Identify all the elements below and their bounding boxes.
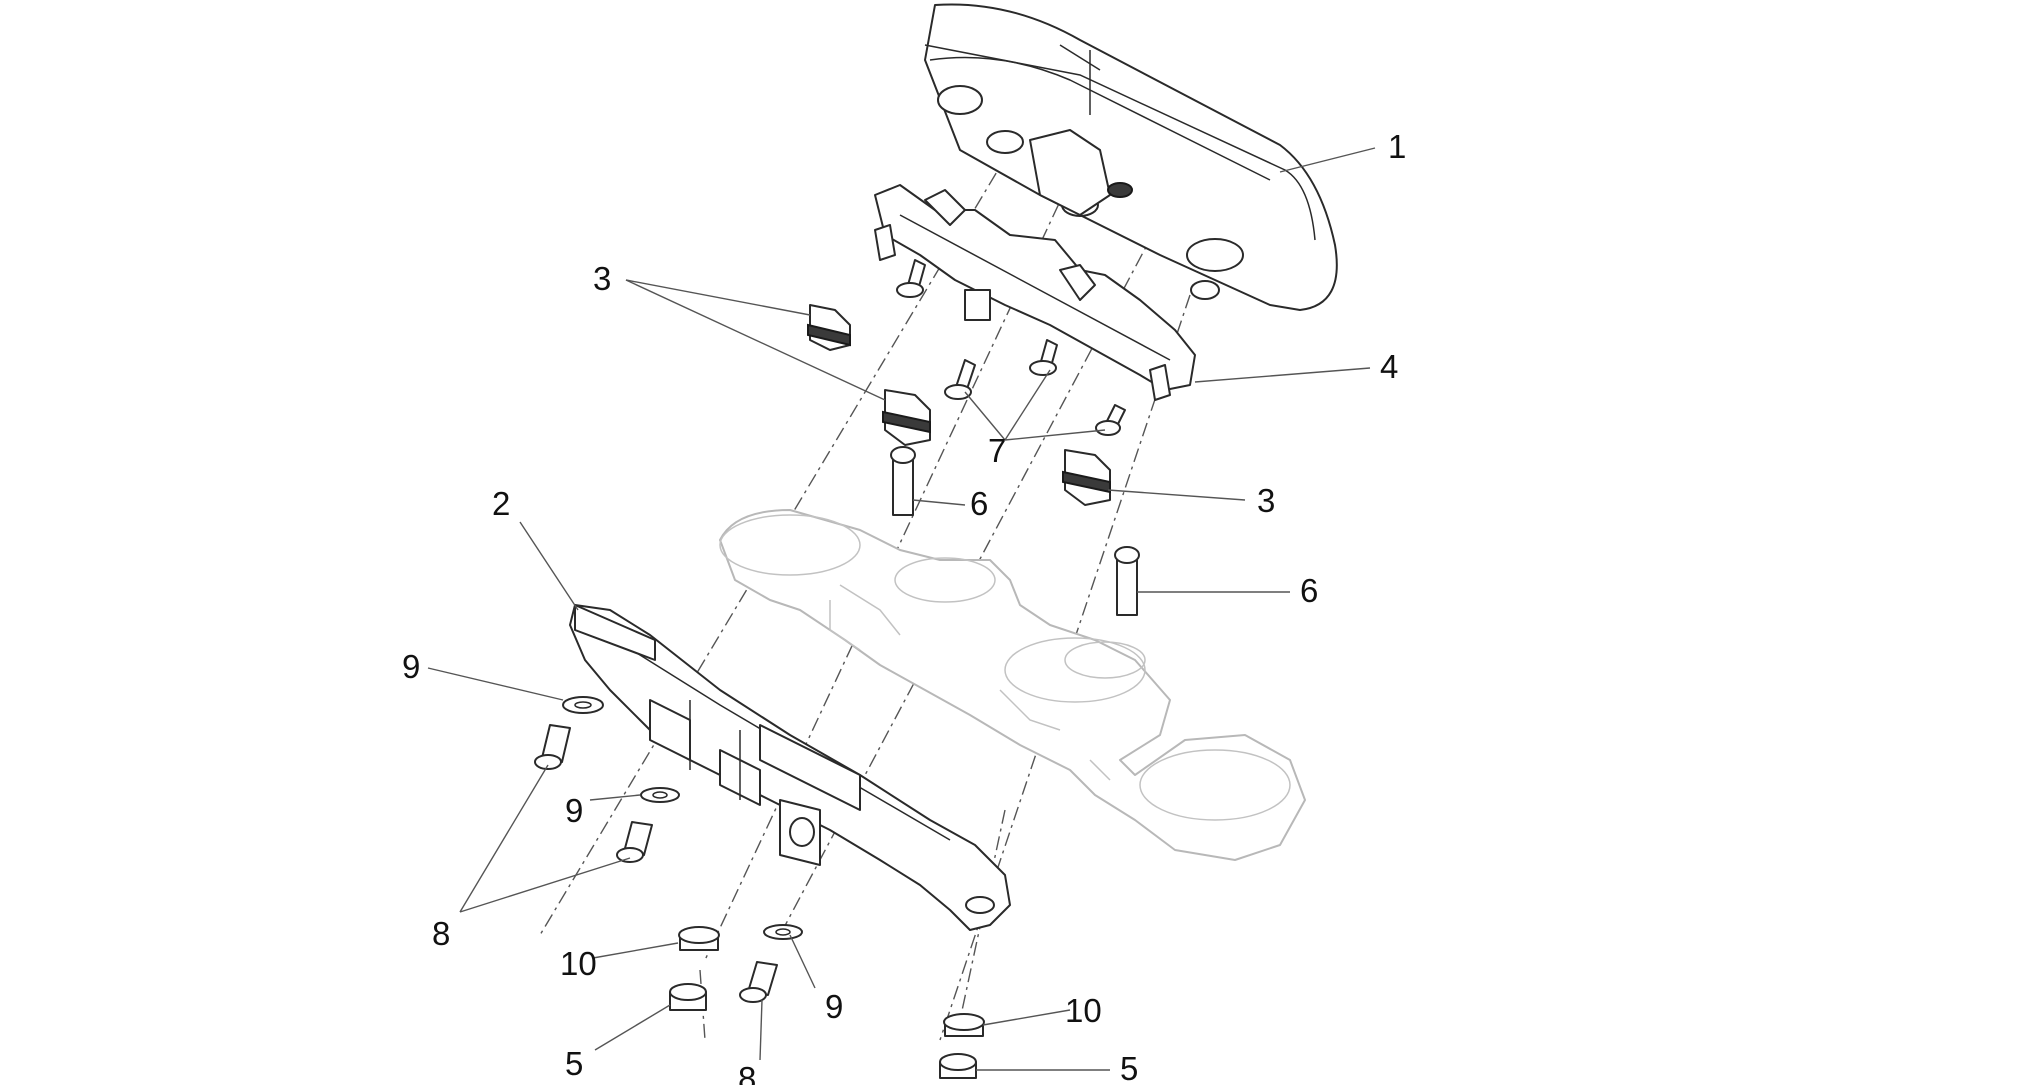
callout-6-right: 6 (1300, 572, 1318, 609)
washer-9-c (763, 924, 803, 940)
callout-9-lower: 9 (825, 988, 843, 1025)
bolt-8-c (739, 961, 778, 1003)
damper-middle (882, 389, 931, 446)
nut-5-b (939, 1053, 977, 1079)
washer-9-b (640, 787, 680, 803)
callout-7: 7 (988, 432, 1006, 469)
bolt-8-a (534, 724, 571, 770)
instrument-cluster (924, 3, 1338, 311)
grommet-10-b (943, 1013, 985, 1037)
callout-1: 1 (1388, 128, 1406, 165)
damper-right (1062, 449, 1111, 506)
screw-7-d (896, 259, 926, 298)
screw-6-right (1114, 546, 1140, 616)
callout-5-right: 5 (1120, 1050, 1138, 1085)
grommet-10-a (678, 926, 720, 951)
lower-bracket (569, 604, 1011, 931)
callout-3-upper: 3 (593, 260, 611, 297)
callout-labels: 1 2 3 3 4 5 5 6 6 7 8 8 9 9 9 10 10 (402, 128, 1406, 1085)
screw-6-left (890, 446, 916, 516)
callout-8-left: 8 (432, 915, 450, 952)
damper-upper-left (807, 304, 851, 351)
triple-clamp (719, 509, 1306, 861)
callout-8-bottom: 8 (738, 1060, 756, 1085)
screw-7-a (944, 359, 976, 400)
nut-5-a (669, 983, 707, 1011)
upper-bracket (874, 184, 1196, 401)
bolt-8-b (616, 821, 653, 863)
callout-5-left: 5 (565, 1045, 583, 1082)
screw-7-b (1029, 339, 1058, 376)
leader-lines (427, 147, 1376, 1071)
screw-7-c (1095, 404, 1126, 436)
callout-9-middle: 9 (565, 792, 583, 829)
callout-6-upper: 6 (970, 485, 988, 522)
callout-10-left: 10 (560, 945, 597, 982)
callout-9-upper: 9 (402, 648, 420, 685)
callout-2: 2 (492, 485, 510, 522)
washer-9-a (562, 696, 604, 714)
callout-4: 4 (1380, 348, 1398, 385)
callout-10-right: 10 (1065, 992, 1102, 1029)
callout-3-right: 3 (1257, 482, 1275, 519)
